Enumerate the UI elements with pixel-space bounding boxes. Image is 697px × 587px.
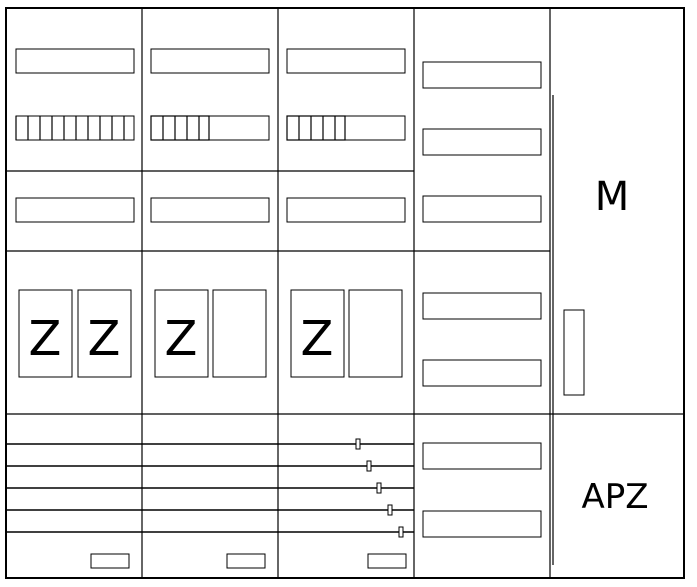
c4-strip-2 [422,128,542,156]
c1-breaker-poles [15,116,125,140]
c2-meter-label: Z [165,311,198,367]
c4-strip-5 [422,359,542,387]
c3-lower-strip [286,197,406,223]
c3-breaker-poles [286,115,346,141]
right-slot [563,309,585,396]
c1-label-strip [15,48,135,74]
c3-meter-blank [348,289,403,378]
c2-breaker-poles [150,115,210,141]
c3-label-strip [286,48,406,74]
c3-meter [290,289,345,378]
right-upper-label: M [595,174,630,220]
c4-strip-4 [422,292,542,320]
c4-strip-7 [422,510,542,538]
c2-lower-strip [150,197,270,223]
c3-breaker-strip [286,115,406,141]
c4-strip-3 [422,195,542,223]
c1-breaker-strip [15,115,135,141]
c1-meter-b [77,289,132,378]
c1-foot-plate [90,553,130,569]
c2-meter-blank [212,289,267,378]
board-outer-frame [5,7,685,579]
right-lower-label: APZ [581,477,648,517]
c2-label-strip [150,48,270,74]
c1-meter-b-label: Z [88,311,121,367]
c4-strip-1 [422,61,542,89]
c2-breaker-strip [150,115,270,141]
c3-foot-plate [367,553,407,569]
c4-strip-6 [422,442,542,470]
c2-meter [154,289,209,378]
c3-meter-label: Z [301,311,334,367]
busbars [6,443,414,533]
c2-foot-plate [226,553,266,569]
c1-lower-strip [15,197,135,223]
c1-meter-a-label: Z [29,311,62,367]
busbar-terminals [355,438,404,538]
c1-meter-a [18,289,73,378]
